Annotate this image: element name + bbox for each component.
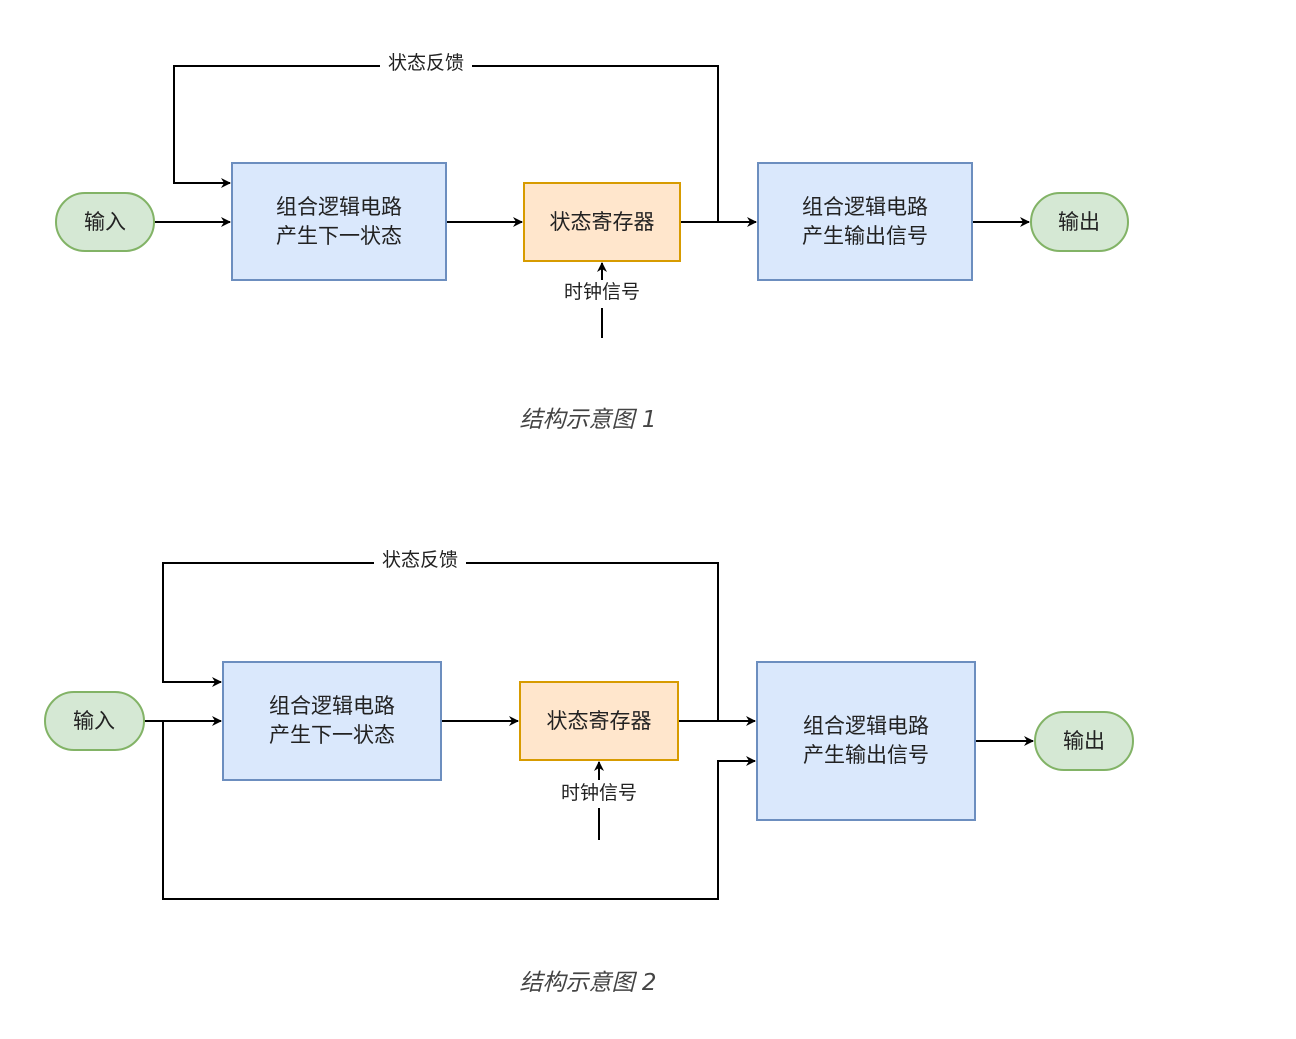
output-logic-line2: 产生输出信号 [803, 743, 929, 767]
feedback-connector [173, 65, 719, 222]
output-terminal [1034, 711, 1134, 771]
input-terminal [55, 192, 155, 252]
caption-1: 结构示意图 1 [520, 407, 657, 433]
diagram-1: 状态反馈 时钟信号 输入 组合逻辑电路 产生下一状态 状态寄存器 组合逻辑电路 … [55, 52, 1129, 433]
diagram-2: 状态反馈 时钟信号 输入 组合逻辑电路 产生下一状态 状态寄存器 组合逻辑电路 … [44, 548, 1134, 996]
output-logic-block [757, 162, 973, 281]
output-label: 输出 [1063, 729, 1105, 753]
feedback-connector [162, 562, 719, 721]
input-bypass-connector [162, 721, 756, 900]
feedback-label: 状态反馈 [388, 52, 464, 74]
state-register-block [523, 182, 681, 262]
input-label: 输入 [84, 210, 126, 234]
clock-label: 时钟信号 [561, 782, 637, 804]
clock-label: 时钟信号 [564, 281, 640, 303]
input-label: 输入 [73, 709, 115, 733]
state-register-block [519, 681, 679, 761]
next-state-logic-block [231, 162, 447, 281]
output-logic-line1: 组合逻辑电路 [802, 195, 928, 219]
output-terminal [1030, 192, 1129, 252]
next-state-logic-line1: 组合逻辑电路 [269, 694, 395, 718]
next-state-logic-block [222, 661, 442, 781]
state-register-label: 状态寄存器 [550, 210, 655, 234]
output-label: 输出 [1058, 210, 1100, 234]
input-terminal [44, 691, 145, 751]
feedback-label: 状态反馈 [382, 549, 458, 571]
next-state-logic-line1: 组合逻辑电路 [276, 195, 402, 219]
state-register-label: 状态寄存器 [547, 709, 652, 733]
next-state-logic-line2: 产生下一状态 [276, 224, 402, 248]
output-logic-line2: 产生输出信号 [802, 224, 928, 248]
output-logic-block [756, 661, 976, 821]
caption-2: 结构示意图 2 [520, 970, 657, 996]
next-state-logic-line2: 产生下一状态 [269, 723, 395, 747]
output-logic-line1: 组合逻辑电路 [803, 714, 929, 738]
